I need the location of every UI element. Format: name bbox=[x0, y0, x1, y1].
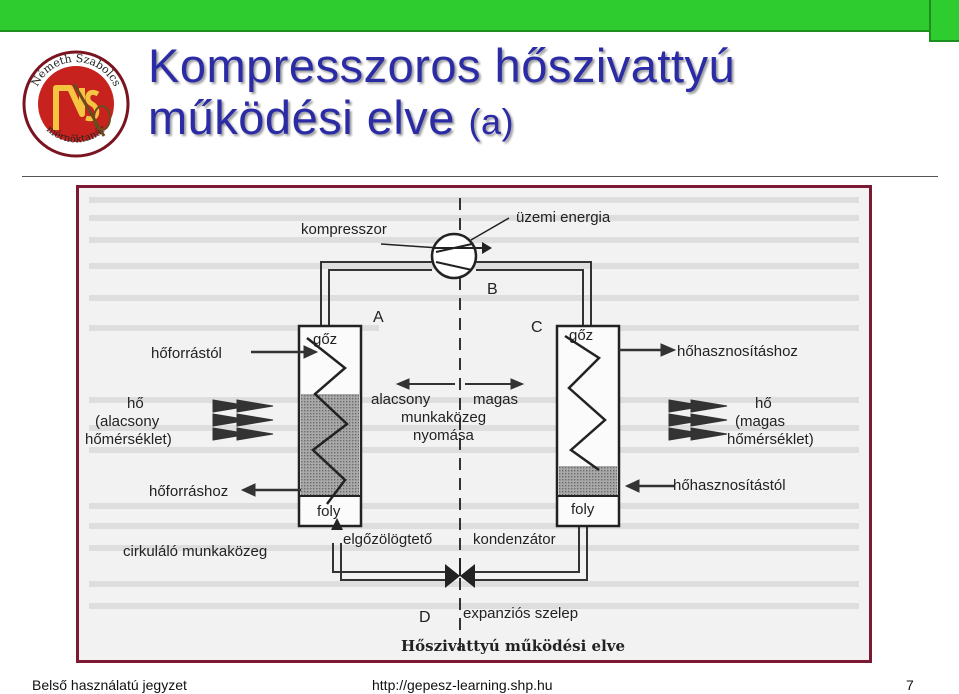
label-alacsony-paren: (alacsony bbox=[95, 413, 160, 430]
energy-leader bbox=[470, 217, 510, 241]
label-uzemi-energia: üzemi energia bbox=[516, 209, 611, 226]
label-hoforrastol: hőforrástól bbox=[151, 345, 222, 362]
label-magas-paren: (magas bbox=[735, 413, 785, 430]
page-number: 7 bbox=[906, 677, 914, 693]
label-kondenzator: kondenzátor bbox=[473, 531, 556, 548]
flow-arrow-up bbox=[331, 518, 343, 530]
top-bar bbox=[0, 0, 959, 42]
title-suffix: (a) bbox=[468, 101, 514, 142]
label-elgozologteto: elgőzölögtető bbox=[343, 531, 432, 548]
label-cirkulalo: cirkuláló munkaközeg bbox=[123, 543, 267, 560]
title-line-1: Kompresszoros hőszivattyú bbox=[148, 39, 736, 92]
heat-pump-diagram: kompresszor üzemi energia A B C D gőz gő… bbox=[76, 185, 872, 663]
condenser-tank bbox=[555, 324, 621, 528]
label-point-c: C bbox=[531, 319, 543, 336]
top-bar-corner bbox=[929, 0, 959, 42]
label-kompresszor: kompresszor bbox=[301, 221, 387, 238]
page-title: Kompresszoros hőszivattyú működési elve … bbox=[148, 40, 735, 148]
footer-note: Belső használatú jegyzet bbox=[32, 677, 187, 693]
title-line-2: működési elve (a) bbox=[148, 92, 735, 148]
label-point-b: B bbox=[487, 281, 498, 298]
label-hohasznositastol: hőhasznosítástól bbox=[673, 477, 786, 494]
figure-caption: Hőszivattyú működési elve bbox=[401, 637, 625, 655]
label-point-a: A bbox=[373, 309, 384, 326]
label-foly-left: foly bbox=[317, 503, 341, 520]
label-munkakozeg: munkaközeg bbox=[401, 409, 486, 426]
pipe-network bbox=[320, 261, 592, 581]
label-foly-right: foly bbox=[571, 501, 595, 518]
evaporator-tank bbox=[297, 324, 363, 528]
compressor-icon bbox=[430, 232, 492, 280]
expansion-valve-icon bbox=[445, 558, 475, 588]
label-goz-right: gőz bbox=[569, 327, 593, 344]
heat-arrows bbox=[212, 343, 728, 497]
label-goz-left: gőz bbox=[313, 331, 337, 348]
label-hoforrashoz: hőforráshoz bbox=[149, 483, 228, 500]
label-ho-left: hő bbox=[127, 395, 144, 412]
compressor-leader bbox=[380, 243, 440, 249]
label-nyomasa: nyomása bbox=[413, 427, 475, 444]
label-point-d: D bbox=[419, 609, 431, 626]
author-logo: Németh Szabolcs mérnöktanár bbox=[22, 44, 130, 162]
label-magas: magas bbox=[473, 391, 518, 408]
label-homerseklet-right: hőmérséklet) bbox=[727, 431, 814, 448]
title-line-2-main: működési elve bbox=[148, 91, 455, 144]
label-ho-right: hő bbox=[755, 395, 772, 412]
label-expanzios-szelep: expanziós szelep bbox=[463, 605, 578, 622]
background-text-texture bbox=[89, 197, 859, 609]
label-hohasznositashoz: hőhasznosításhoz bbox=[677, 343, 798, 360]
title-divider bbox=[22, 176, 938, 177]
label-homerseklet-left: hőmérséklet) bbox=[85, 431, 172, 448]
label-alacsony: alacsony bbox=[371, 391, 431, 408]
footer-link[interactable]: http://gepesz-learning.shp.hu bbox=[372, 677, 553, 693]
